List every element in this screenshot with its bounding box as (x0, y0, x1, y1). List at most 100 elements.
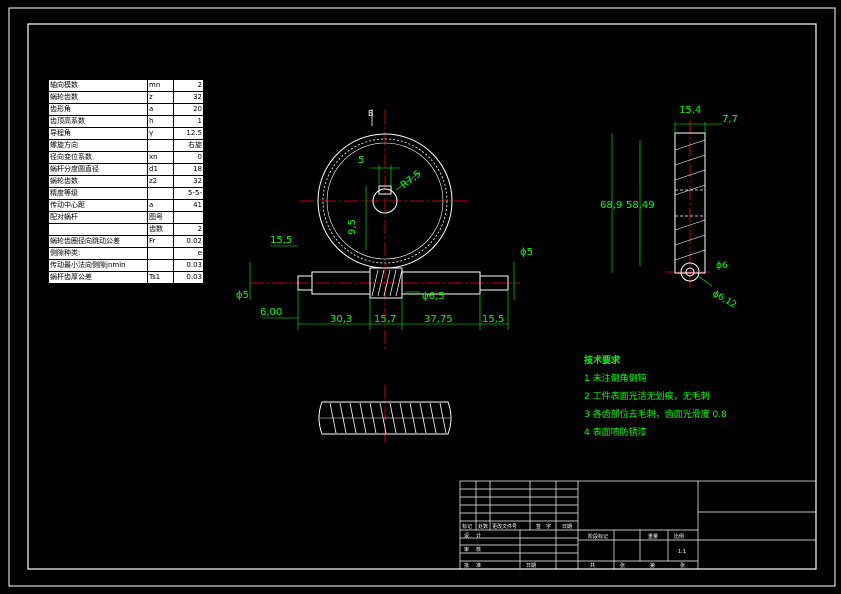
parameter-symbol: d1 (146, 163, 175, 176)
dim-segment-4: 15,5 (482, 314, 504, 325)
tb-label: 标记 (462, 523, 472, 530)
dim-side-hub: 7,7 (722, 114, 738, 125)
parameter-value: 18 (173, 163, 204, 176)
tb-label: 重量 (648, 533, 658, 540)
tb-label: 比例 (674, 533, 684, 540)
outer-frame (8, 7, 836, 587)
dim-side-bore2: ϕ6,12 (711, 289, 739, 311)
dim-side-bore: ϕ6 (716, 261, 728, 271)
note-item: 1 未注倒角倒钝 (584, 374, 647, 384)
title-block-labels: 标记 处数 更改文件号 签 字 日期 设 计 阶段标记 重量 比例 审 核 批 … (462, 523, 686, 569)
dim-worm-dia: ϕ6,5 (422, 291, 445, 302)
wheel-side-profile (674, 132, 706, 274)
dim-keyway-depth: 9,5 (347, 219, 358, 235)
parameter-value: 0.03 (173, 259, 204, 272)
parameter-label (48, 223, 148, 236)
tb-label: 共 (590, 562, 595, 569)
tb-label: 审 (464, 546, 469, 553)
tb-label: 核 (476, 546, 481, 553)
parameter-symbol (146, 139, 175, 152)
parameter-symbol: γ (146, 127, 175, 140)
dim-segment-2: 15,7 (374, 314, 396, 325)
parameter-symbol: mn (146, 79, 175, 92)
tb-label: 字 (546, 523, 551, 530)
parameter-symbol (146, 259, 175, 272)
parameter-value: 0.03 (173, 271, 204, 284)
parameter-value: 2 (173, 79, 204, 92)
parameter-value: 0 (173, 151, 204, 164)
parameter-symbol: Ts1 (146, 271, 175, 284)
parameter-label: 径向变位系数 (48, 151, 148, 164)
worm-shaft-right (479, 275, 509, 291)
dim-side-outer: 68,9 (600, 200, 622, 211)
dim-shaft-left-len: 15,5 (270, 235, 292, 246)
parameter-symbol: z (146, 91, 175, 104)
dim-segment-1: 30,3 (330, 314, 352, 325)
parameter-value: 1 (173, 115, 204, 128)
note-item: 4 表面喷防锈漆 (584, 428, 647, 438)
tb-label: 张 (620, 562, 625, 569)
tb-label: 日期 (562, 524, 572, 530)
parameter-label: 齿形角 (48, 103, 148, 116)
parameter-label: 蜗杆分度圆直径 (48, 163, 148, 176)
dim-side-pitch: 58,49 (626, 200, 655, 211)
dim-keyway-width: 5 (358, 155, 364, 166)
parameter-symbol: xn (146, 151, 175, 164)
tb-label: 更改文件号 (492, 523, 517, 530)
dim-left-offset: 6,00 (260, 307, 282, 318)
parameter-value: 5-5- (173, 187, 204, 200)
dim-leader (395, 171, 421, 191)
parameter-label: 蜗轮齿数 (48, 91, 148, 104)
parameter-value: 12.5 (173, 127, 204, 140)
section-marker: B (368, 109, 374, 118)
parameter-label: 配对蜗杆 (48, 211, 148, 224)
note-item: 2 工件表面光洁无划痕，无毛刺 (584, 392, 710, 402)
worm-thread-hatch (371, 269, 403, 297)
parameter-value: 右旋 (173, 139, 204, 152)
title-block (459, 480, 817, 570)
parameter-label: 侧隙种类: (48, 247, 148, 260)
note-item: 3 各齿部位去毛刺，齿面光滑度 0.8 (584, 410, 727, 420)
tb-label: 第 (650, 562, 655, 569)
dim-side-width: 15,4 (679, 105, 701, 116)
parameter-label: 齿顶高系数 (48, 115, 148, 128)
parameter-value: 20 (173, 103, 204, 116)
parameter-value: 0.02 (173, 235, 204, 248)
parameter-symbol: z2 (146, 175, 175, 188)
tb-label: 处数 (478, 523, 488, 530)
tb-label: 签 (536, 523, 541, 530)
inner-frame (27, 23, 817, 570)
wheel-root-circle (326, 142, 444, 260)
parameter-row: 精度等级 5-5- (48, 187, 204, 200)
parameter-label: 精度等级 (48, 187, 148, 200)
parameter-value: 2 (173, 223, 204, 236)
side-bore-outer (680, 262, 700, 282)
parameter-label: 蜗轮齿数 (48, 175, 148, 188)
side-bore-inner (685, 267, 695, 277)
wheel-bore (372, 188, 398, 214)
parameter-symbol: a (146, 103, 175, 116)
parameter-label: 蜗轮齿圈径向跳动公差 (48, 235, 148, 248)
parameter-label: 传动中心距 (48, 199, 148, 212)
dim-segment-3: 37,75 (424, 314, 453, 325)
parameter-label: 蜗杆齿厚公差 (48, 271, 148, 284)
tb-label: 日期 (526, 563, 536, 569)
tb-label: 计 (476, 532, 481, 539)
parameter-value: 41 (173, 199, 204, 212)
dim-shaft-left-dia: ϕ5 (236, 290, 249, 301)
wheel-teeth-ring (322, 138, 448, 264)
parameter-symbol: a (146, 199, 175, 212)
dim-leader (697, 275, 713, 287)
parameter-symbol: Fr (146, 235, 175, 248)
side-view: 15,4 7,7 68,9 58,49 ϕ6 ϕ6,12 (600, 105, 738, 311)
parameter-row: 侧隙种类:e (48, 247, 204, 260)
